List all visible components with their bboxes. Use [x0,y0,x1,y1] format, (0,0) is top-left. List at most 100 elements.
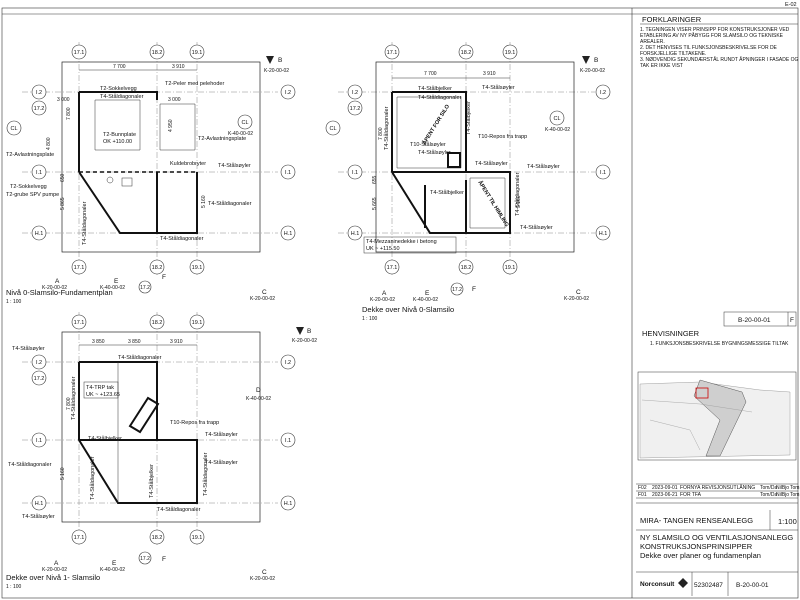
label-mezzanine: T4-Mezzaninedekke i betong [366,239,437,245]
section-label-cl-left: CL [10,126,17,132]
section-ref-b: K-20-00-02 [580,68,605,74]
grid-label-top-18-2: 18.2 [152,50,163,56]
label-staldiagonaler-1: T4-Ståldiagonaler [100,93,144,100]
label-stalbjelker-1: T4-Stålbjelker [418,85,452,92]
grid-bubble-right-i2 [595,84,611,100]
label-trp-tak: T4-TRP tak [86,385,114,391]
label-grube: T2-grube SPV pumpe [6,192,59,198]
grid-bubble-17-2-bottom [138,280,152,294]
avlastningsplate [159,103,196,151]
grid-bubble-right-i1 [280,432,296,448]
label-stalsoyler-2: T4-Stålsøyler [205,431,238,438]
grid-bubble-bottom-19-1 [189,529,205,545]
section-marker-cl-left [325,120,341,136]
dim-side-4: 3 000 [168,97,181,103]
section-label-e: E [425,290,430,297]
grid-label-right-h1: H.1 [284,501,293,507]
label-stalsoyler-4: T4-Stålsøyler [22,513,55,520]
grid-label-bottom-19-1: 19.1 [192,265,203,271]
view-title-3: Dekke over Nivå 1- Slamsilo [6,573,100,582]
grid-bubble-right-h1 [595,225,611,241]
stair-landing [447,152,461,168]
grid-label-bottom-17-1: 17.1 [74,535,85,541]
drawing-title-2: KONSTRUKSJONSPRINSIPPER [640,542,753,551]
section-label-cl-right: CL [553,116,560,122]
grid-bubble-bottom-17-1 [71,529,87,545]
sokkelvegg-top [79,91,158,100]
drawing-title-3: Dekke over planer og fundamenplan [640,551,761,560]
dim-side-1: 7 800 [66,397,72,410]
grid-label-left-i2: I.2 [352,90,358,96]
grid-label-bottom-19-1: 19.1 [505,265,516,271]
section-ref-e: K-40-00-02 [100,285,125,291]
label-staldiagonaler-2: T4-Ståldiagonaler [383,106,390,150]
dim-top-2: 3 850 [128,339,141,345]
section-ref-c: K-20-00-02 [564,296,589,302]
key-map-building [693,379,747,457]
rev-row-2-date: 2023-06-21 [652,492,678,498]
dim-side-5: 4 950 [168,119,174,132]
key-map-marker [695,387,709,399]
ref-tag-box [723,311,797,327]
label-stalsoyler-1: T4-Stålsøyler [12,345,45,352]
grid-label-right-h1: H.1 [284,231,293,237]
dim-side-2: 5 160 [60,467,66,480]
section-label-d: D [256,387,261,394]
key-map [637,371,797,461]
rev-row-2-rev: F01 [638,492,647,498]
grid-label-17-2-bottom: 17.2 [452,287,462,293]
view-title-2: Dekke over Nivå 0-Slamsilo [362,305,454,314]
section-ref-c: K-20-00-02 [250,296,275,302]
pump-sump [121,177,133,187]
dim-top-1: 7 700 [424,71,437,77]
grid-bubble-bottom-18-2 [149,529,165,545]
dim-side-1: 7 800 [378,127,384,140]
section-arrow-b [582,56,590,64]
grid-label-top-19-1: 19.1 [505,50,516,56]
grid-bubble-left-h1 [347,225,363,241]
rev-row-1-desc: FORNYA REVISJONSUTLÅNING [680,484,755,491]
project-name: MIRA- TANGEN RENSEANLEGG [640,516,753,525]
section-ref-d: K-40-00-02 [246,396,271,402]
view-fundamentplan: 7 700 3 910 T2-Peler med pelehoder T2-So… [6,42,296,305]
grid-label-left-i1: I.1 [352,170,358,176]
project-number: 52302487 [694,582,723,589]
label-staldiagonaler-4: T4-Ståldiagonaler [81,201,88,245]
label-stalbjelker-3: T4-Stålbjelker [430,189,464,196]
grid-label-right-i2: I.2 [600,90,606,96]
mezzanine-callout-box [363,236,457,254]
opening-himling [469,177,506,229]
section-label-b: B [594,57,598,64]
grid-bubble-17-2-bottom [138,551,152,565]
label-repos: T10-Repos fra trapp [478,134,527,140]
grid-label-top-17-1: 17.1 [387,50,398,56]
label-stalsoyler-1: T4-Stålsøyler [218,162,251,169]
view-scale-3: 1 : 100 [6,584,22,590]
section-ref-b: K-20-00-02 [292,338,317,344]
grid-label-bottom-17-1: 17.1 [74,265,85,271]
label-stalsoyler-1: T4-Stålsøyler [482,84,515,91]
grid-label-bottom-18-2: 18.2 [152,535,163,541]
forklaring-line-3: AREALER. [640,39,665,45]
dim-side-2: 4 800 [46,137,52,150]
view-dekke-niva-1: 3 850 3 850 3 910 T4-Stålsøyler T4-Ståld… [6,312,317,590]
section-ref-e: K-40-00-02 [100,567,125,573]
section-label-f: F [162,274,166,281]
section-label-f: F [472,286,476,293]
grid-label-right-i1: I.1 [285,170,291,176]
label-staldiagonaler-6: T4-Ståldiagonaler [89,456,96,500]
grid-bubble-left-i2 [347,84,363,100]
grid-bubble-right-h1 [280,495,296,511]
label-stalbjelker-1: T4-Stålbjelker [88,435,122,442]
grid-bubble-right-i2 [280,354,296,370]
label-bunnplate-ok: OK +110.00 [103,139,132,145]
view-scale-2: 1 : 100 [362,316,378,322]
section-ref-cl: K-40-00-02 [545,127,570,133]
dim-side-3: 5 160 [516,195,522,208]
grid-bubble-top-18-2 [458,44,474,60]
grid-label-right-i2: I.2 [285,90,291,96]
grid-label-left-i2: I.2 [36,90,42,96]
grid-label-right-i1: I.1 [285,438,291,444]
label-stalsoyler-2: T4-Stålsøyler [418,149,451,156]
